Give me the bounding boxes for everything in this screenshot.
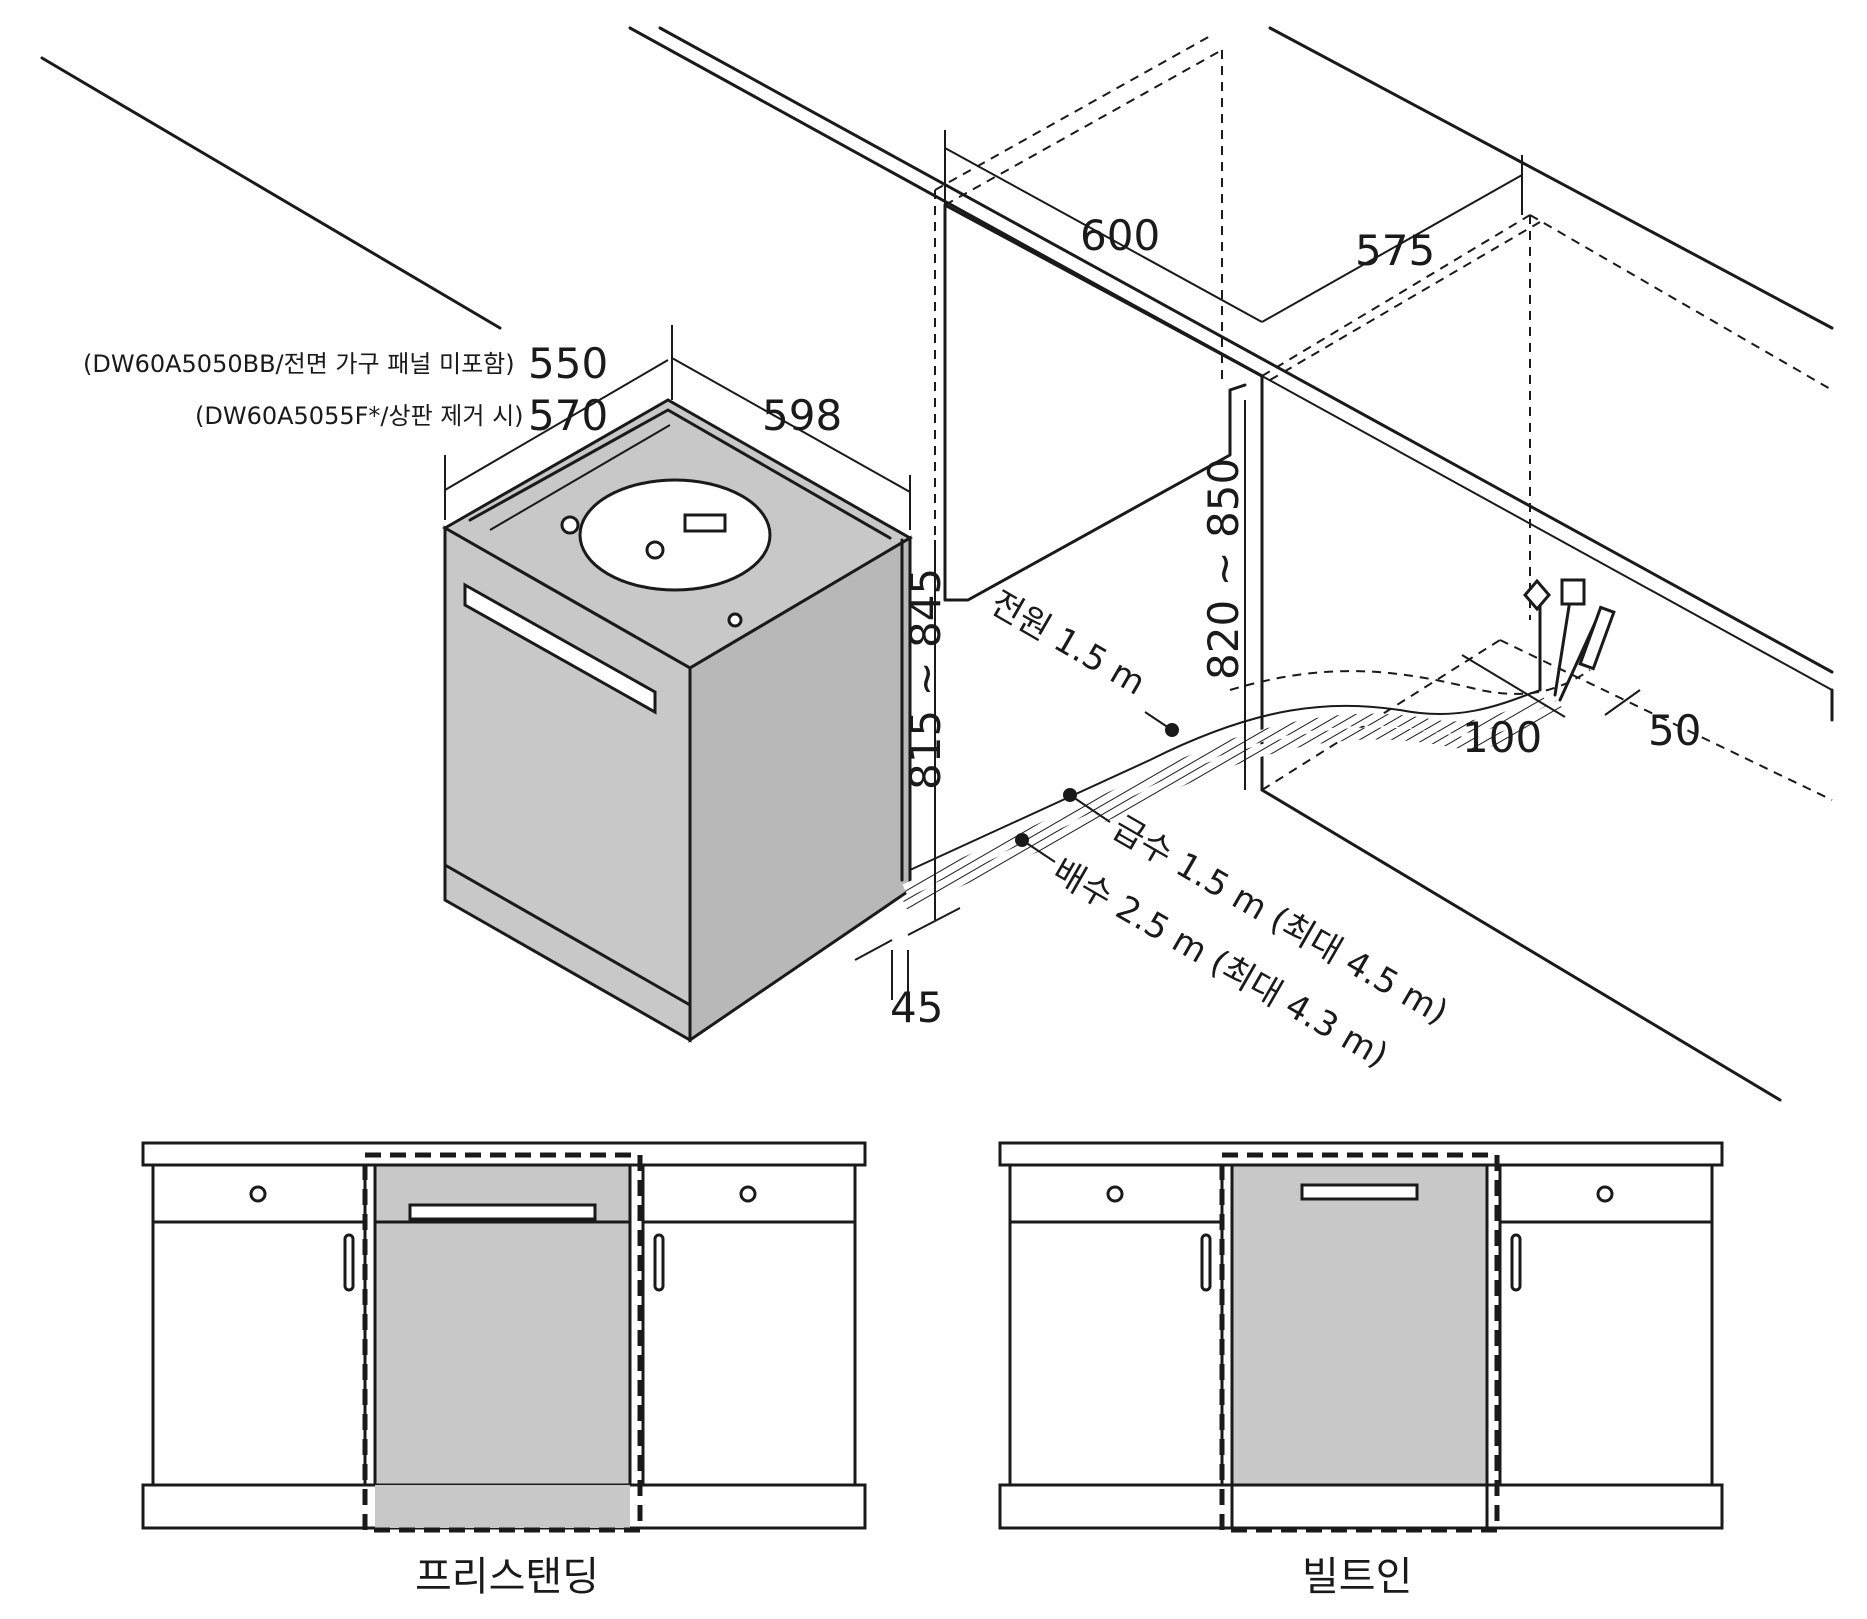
model-note-b: (DW60A5055F*/상판 제거 시) — [195, 402, 524, 430]
dim-opening-height: 820 ~ 850 — [1199, 458, 1248, 680]
model-note-a: (DW60A5050BB/전면 가구 패널 미포함) — [83, 350, 515, 378]
builtin-layout — [998, 1141, 1724, 1533]
dim-opening-depth: 575 — [1355, 226, 1435, 275]
counter-and-cabinet-lines — [40, 26, 1834, 1102]
dim-outlet-offset: 100 — [1462, 713, 1542, 762]
dishwasher-unit — [441, 398, 913, 1043]
opening-dashed-outline — [934, 34, 1833, 801]
dimension-lines — [444, 130, 1641, 1000]
dim-outlet-height: 50 — [1648, 706, 1701, 755]
dim-unit-depth-a: 550 — [528, 339, 608, 388]
builtin-label: 빌트인 — [1302, 1554, 1412, 1600]
freestanding-layout — [141, 1141, 867, 1533]
dim-back-gap: 45 — [890, 983, 943, 1032]
dim-opening-width: 600 — [1080, 211, 1160, 260]
hoses-group — [902, 578, 1616, 911]
dim-unit-depth-b: 570 — [528, 391, 608, 440]
freestanding-label: 프리스탠딩 — [415, 1554, 599, 1600]
callout-dots — [1015, 711, 1179, 863]
hose-label-power: 전원 1.5 m — [984, 583, 1152, 703]
dim-unit-width: 598 — [762, 391, 842, 440]
dim-unit-height: 815 ~ 845 — [901, 568, 950, 790]
